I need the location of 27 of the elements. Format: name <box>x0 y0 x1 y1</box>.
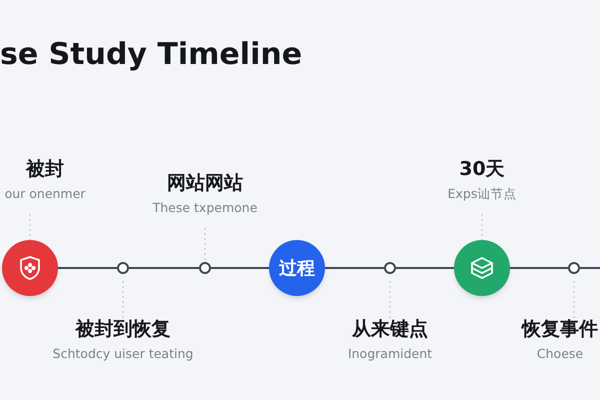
timeline-line <box>129 267 199 269</box>
leader-line <box>29 214 31 240</box>
milestone-description: Schtodcy uiser teating <box>52 346 194 362</box>
milestone-title: 从来键点 <box>352 318 428 342</box>
timeline-line <box>325 267 384 269</box>
milestone-title: 网站网站 <box>167 172 243 196</box>
milestone-title: 恢复事件 <box>522 318 598 342</box>
milestone-description: Exps讪节点 <box>448 186 516 202</box>
leader-line <box>122 280 124 318</box>
milestone-label: 过程 <box>279 256 315 280</box>
leader-line <box>481 214 483 240</box>
milestone-description: Inogramident <box>348 346 432 362</box>
timeline-line <box>58 267 117 269</box>
timeline-line <box>580 267 600 269</box>
leader-line <box>204 228 206 262</box>
milestone-description: These txpemone <box>152 200 258 216</box>
leader-line <box>389 280 391 318</box>
leader-line <box>573 280 575 318</box>
title: se Study Timeline <box>0 36 302 74</box>
timeline-line <box>211 267 269 269</box>
milestone-title: 被封到恢复 <box>76 318 170 342</box>
milestone-title: 被封 <box>26 158 64 182</box>
milestone-title: 30天 <box>459 158 505 182</box>
timeline-line <box>396 267 454 269</box>
milestone-description: our onenmer <box>4 186 86 202</box>
timeline-line <box>510 267 568 269</box>
milestone-description: Choese <box>536 346 584 362</box>
